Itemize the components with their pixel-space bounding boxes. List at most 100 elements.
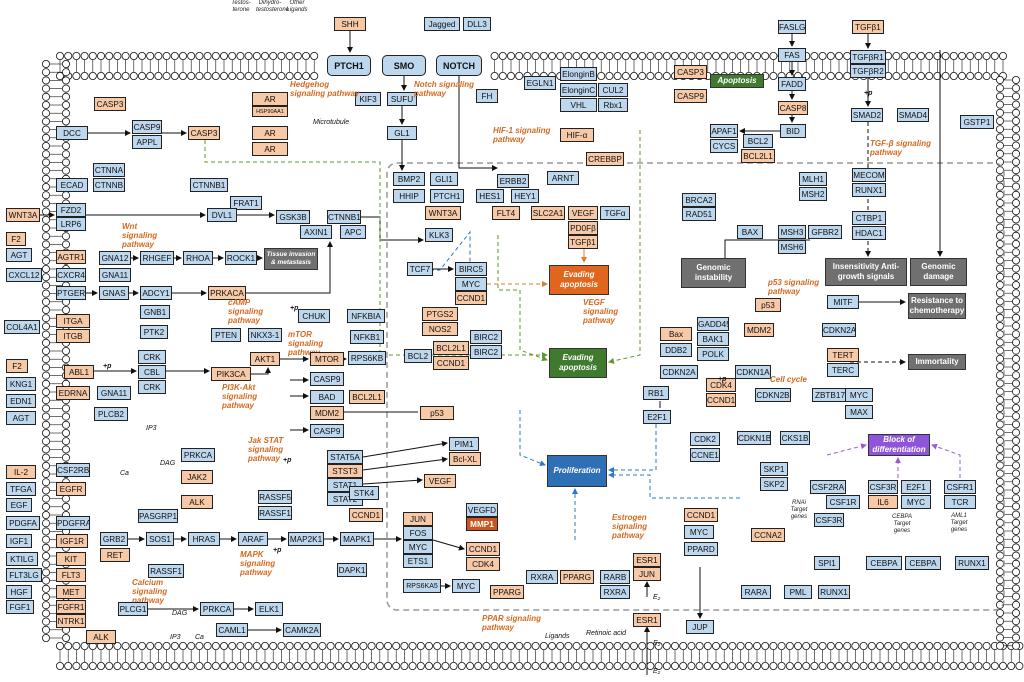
- gene-ecad: ECAD: [56, 178, 88, 192]
- gene-edn1: EDN1: [6, 394, 36, 408]
- e2-label-a: E₂: [653, 594, 661, 601]
- gene-rassf1-mid: RASSF1: [258, 506, 292, 520]
- gene-apaf1: APAF1: [710, 124, 738, 138]
- gene-gna11-mid: GNA11: [97, 386, 131, 400]
- phenotype-apoptosis: Apoptosis: [710, 74, 764, 88]
- gene-casp9-akt2: CASP9: [310, 424, 344, 438]
- gene-hes1: HES1: [476, 189, 504, 203]
- gene-fgfr1: FGFR1: [56, 600, 86, 614]
- gene-elonginc: ElonginC: [560, 83, 597, 97]
- gene-stst3: STST3: [327, 464, 363, 478]
- gene-csf3r-a: CSF3R: [814, 513, 844, 527]
- gene-hgf: HGF: [6, 585, 32, 599]
- gene-pdgfb: PD0Fβ: [568, 221, 598, 235]
- gene-fh: FH: [476, 89, 498, 103]
- gene-cdk4-cc: CDK4: [706, 378, 736, 392]
- gene-agt-abl: AGT: [6, 411, 36, 425]
- gene-f2-abl: F2: [6, 359, 28, 373]
- gene-skp2: SKP2: [760, 477, 788, 491]
- gene-dvl1: DVL1: [207, 208, 237, 222]
- gene-itga: ITGA: [56, 314, 90, 328]
- gene-axin1: AXIN1: [300, 225, 332, 239]
- label-mtor-pathway: mTOR signaling pathway: [288, 330, 324, 357]
- gene-rxra-b: RXRA: [600, 585, 630, 599]
- gene-ctbp1: CTBP1: [852, 211, 886, 225]
- gene-p53: p53: [755, 298, 781, 312]
- gene-flt4: FLT4: [492, 206, 520, 220]
- gene-csf1r-a: CSF1R: [826, 495, 860, 509]
- plus-p-jak: +p: [283, 457, 292, 464]
- gene-bcl2-top: BCL2: [743, 134, 773, 148]
- gene-ptch1-receptor: PTCH1: [327, 55, 371, 76]
- gene-rhoa: RHOA: [183, 251, 213, 265]
- gene-esr1-a: ESR1: [633, 553, 661, 567]
- gene-jun: JUN: [403, 512, 433, 526]
- gene-ntrk1: NTRK1: [56, 614, 86, 628]
- gene-mecom: MECOM: [852, 168, 886, 182]
- label-ppar-pathway: PPAR signaling pathway: [482, 614, 541, 632]
- dag-label-2: DAG: [172, 610, 188, 617]
- gene-arnt: ARNT: [547, 171, 579, 185]
- dag-label: DAG: [160, 460, 176, 467]
- gene-rara: RARA: [741, 585, 771, 599]
- gene-bak1: BAK1: [697, 332, 729, 346]
- gene-vegfd: VEGFD: [466, 503, 498, 517]
- gene-cdkn2b: CDKN2B: [755, 388, 791, 402]
- gene-casp9-apoptosis: CASP9: [674, 89, 707, 103]
- gene-casp3-left: CASP3: [94, 97, 126, 111]
- gene-f2-left: F2: [6, 232, 26, 246]
- ligand-dihydrotestosterone-label: Dihydro-testosterone: [256, 0, 290, 13]
- gene-rock1: ROCK1: [225, 251, 257, 265]
- gene-jagged: Jagged: [424, 17, 460, 31]
- gene-bcl2l1-mid: BCL2L1: [433, 341, 469, 355]
- gene-csf2ra: CSF2RA: [810, 480, 846, 494]
- gene-msh2: MSH2: [799, 187, 827, 201]
- gene-elk1: ELK1: [255, 602, 283, 616]
- gene-kif3: KIF3: [355, 92, 381, 106]
- gene-bax-dna: BAX: [737, 225, 763, 239]
- gene-ar-top: AR: [252, 92, 288, 106]
- gene-casp8: CASP8: [778, 101, 808, 115]
- gene-pml: PML: [784, 585, 812, 599]
- gene-bcl2l1-akt: BCL2L1: [349, 390, 385, 404]
- gene-runx1-top: RUNX1: [852, 183, 886, 197]
- gene-ar-bottom: AR: [252, 142, 288, 156]
- gene-plcb2: PLCB2: [94, 407, 128, 421]
- gene-alk: ALK: [181, 495, 213, 509]
- ca-label-2: Ca: [195, 634, 204, 641]
- gene-agt-left: AGT: [6, 248, 32, 262]
- label-jak-stat-pathway: Jak STAT signaling pathway: [248, 436, 284, 463]
- gene-casp3-mid: CASP3: [188, 126, 220, 140]
- gene-fzd2: FZD2: [56, 203, 86, 217]
- gene-ddb2: DDB2: [660, 343, 692, 357]
- gene-crk-2: CRK: [138, 380, 166, 394]
- gene-cdkn1a: CDKN1A: [735, 365, 771, 379]
- gene-notch-receptor: NOTCH: [436, 55, 482, 76]
- phenotype-proliferation: Proliferation: [547, 455, 607, 487]
- gene-bcl-xl: Bcl-XL: [449, 452, 481, 466]
- gene-fadd: FADD: [778, 77, 806, 91]
- aml1-target-genes-label: AML1 Target genes: [950, 513, 968, 533]
- gene-faslg: FASLG: [778, 20, 806, 34]
- gene-cul2: CUL2: [598, 83, 628, 97]
- plus-p-cdk4: +p: [718, 376, 727, 383]
- gene-ctnna: CTNNA: [93, 163, 125, 177]
- retinoic-acid-label: Retinoic acid: [586, 630, 627, 637]
- ligand-testosterone-label: Testos-terone: [231, 0, 251, 13]
- gene-pik3ca: PIK3CA: [211, 367, 251, 381]
- gene-bcl2-mid: BCL2: [404, 349, 432, 363]
- gene-nfkb1: NFKB1: [350, 330, 384, 344]
- plus-p-chuk: +p: [290, 305, 299, 312]
- gene-cks1b: CKS1B: [780, 431, 810, 445]
- gene-cebpa-a: CEBPA: [866, 556, 902, 570]
- gene-vhl: VHL: [560, 98, 597, 112]
- microtubule-label: Microtubule: [313, 119, 350, 126]
- gene-p53-akt: p53: [420, 406, 454, 420]
- phenotype-insensitivity: Insensitivity Anti-growth signals: [825, 258, 907, 286]
- gene-jak2: JAK2: [181, 470, 213, 484]
- gene-crk: CRK: [138, 350, 166, 364]
- gene-wnt3a-inner: WNT3A: [425, 206, 461, 220]
- gene-frat1: FRAT1: [230, 196, 262, 210]
- gene-ccna2: CCNA2: [751, 528, 785, 542]
- gene-tgfbr1: TGFβR1: [850, 50, 886, 64]
